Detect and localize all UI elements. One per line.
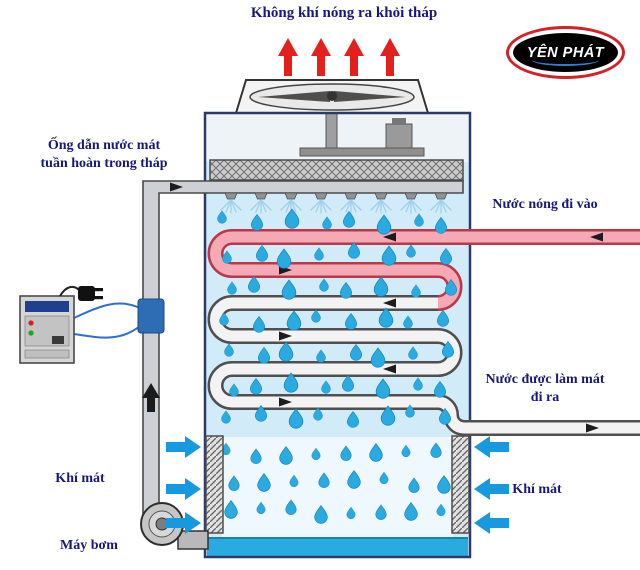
logo-inner: YÊN PHÁT: [513, 33, 618, 72]
label-cooled-water-out-line2: đi ra: [530, 389, 560, 405]
label-hot-air-out: Không khí nóng ra khỏi tháp: [250, 5, 438, 21]
basin-water: [207, 538, 468, 556]
label-cooled-water-out: Nước được làm mát đi ra: [485, 371, 604, 406]
label-circulation-pipe-line1: Ống dẫn nước mát: [47, 138, 161, 153]
label-circulation-pipe-line2: tuần hoàn trong tháp: [40, 155, 168, 171]
logo-swoosh-icon: [531, 54, 600, 66]
control-box: [19, 295, 75, 364]
riser-up-arrow: [142, 383, 160, 412]
pipe-sensor-band: [137, 298, 165, 334]
power-plug-icon: [59, 285, 103, 301]
louver-left: [205, 435, 224, 534]
air-arrows-right: [474, 436, 509, 534]
indicator-red: [28, 320, 34, 326]
hot-air-arrows: [278, 38, 400, 76]
label-cool-air-right: Khí mát: [512, 482, 562, 497]
indicator-green: [28, 330, 34, 336]
air-arrows-left: [166, 436, 201, 534]
fan-housing: [234, 79, 430, 114]
label-cooled-water-out-line1: Nước được làm mát: [485, 372, 605, 387]
drift-eliminator: [209, 159, 464, 181]
fan-drive-motor: [299, 112, 425, 157]
label-pump: Máy bơm: [60, 538, 118, 553]
logo-badge: YÊN PHÁT: [506, 26, 625, 79]
tower-outline: [203, 111, 472, 559]
louver-right: [451, 435, 470, 534]
control-wires: [73, 302, 141, 339]
label-cool-air-left: Khí mát: [55, 471, 105, 486]
label-circulation-pipe: Ống dẫn nước mát tuần hoàn trong tháp: [41, 137, 168, 172]
label-hot-water-in: Nước nóng đi vào: [492, 197, 598, 212]
